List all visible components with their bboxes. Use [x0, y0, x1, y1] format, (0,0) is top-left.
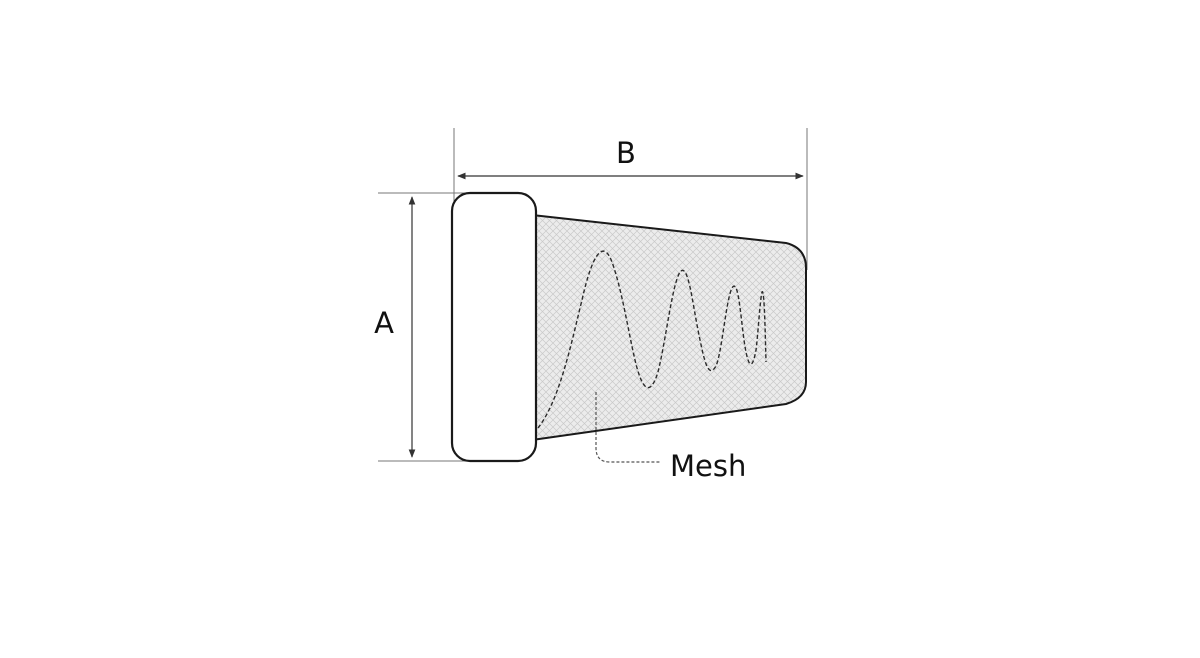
mesh-wave-line	[537, 250, 767, 429]
mesh-leader-line	[595, 392, 660, 463]
cap-flange	[450, 191, 538, 463]
dimension-b-label: B	[616, 136, 636, 170]
mesh-label: Mesh	[670, 449, 746, 483]
dimension-a-label: A	[374, 306, 394, 340]
mesh-body	[531, 214, 807, 441]
